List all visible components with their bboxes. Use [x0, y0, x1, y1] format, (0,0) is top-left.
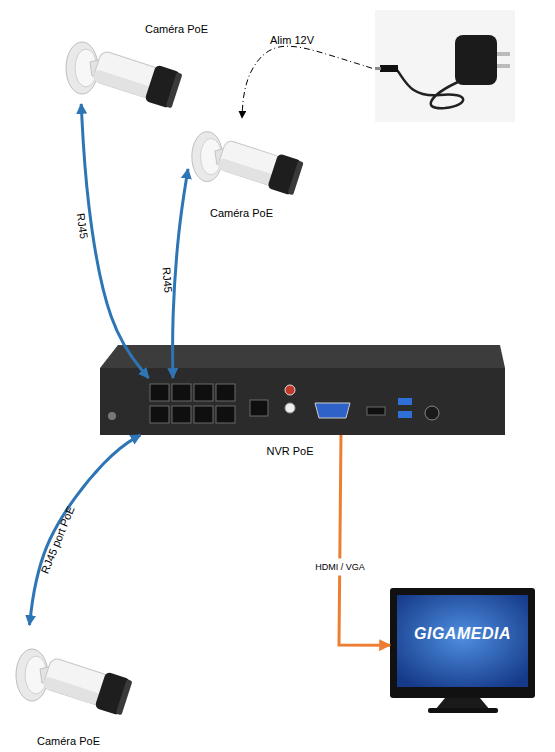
cable-connector — [81, 104, 148, 378]
camera-node: Caméra PoE — [62, 18, 222, 104]
camera-illustration — [66, 42, 183, 109]
monitor-illustration — [390, 588, 535, 713]
edge-label: HDMI / VGA — [312, 559, 368, 576]
node-label: Caméra PoE — [37, 734, 117, 748]
node-label: Caméra PoE — [210, 206, 300, 220]
cable-connector — [339, 435, 390, 645]
monitor-node: GIGAMEDIA — [390, 588, 535, 698]
power-adapter-node — [372, 10, 517, 122]
cable-connector — [29, 435, 140, 625]
power-adapter — [375, 10, 515, 122]
nvr-illustration — [100, 345, 505, 435]
edge-label: RJ45 — [159, 267, 174, 294]
camera-illustration — [192, 132, 304, 197]
power-cable — [242, 46, 372, 118]
edge-label: Alim 12V — [270, 34, 314, 47]
edge-label: RJ45 port PoE — [39, 504, 78, 575]
nvr-node: NVR PoE — [100, 378, 505, 435]
node-label: Caméra PoE — [145, 22, 225, 36]
edge-label: RJ45 — [74, 212, 90, 239]
camera-node: Caméra PoE — [15, 625, 135, 752]
cable-connector — [173, 169, 188, 378]
node-label: NVR PoE — [245, 444, 335, 458]
camera-node: Caméra PoE — [188, 118, 308, 220]
screen-logo: GIGAMEDIA — [390, 624, 535, 643]
camera-illustration — [16, 649, 133, 716]
